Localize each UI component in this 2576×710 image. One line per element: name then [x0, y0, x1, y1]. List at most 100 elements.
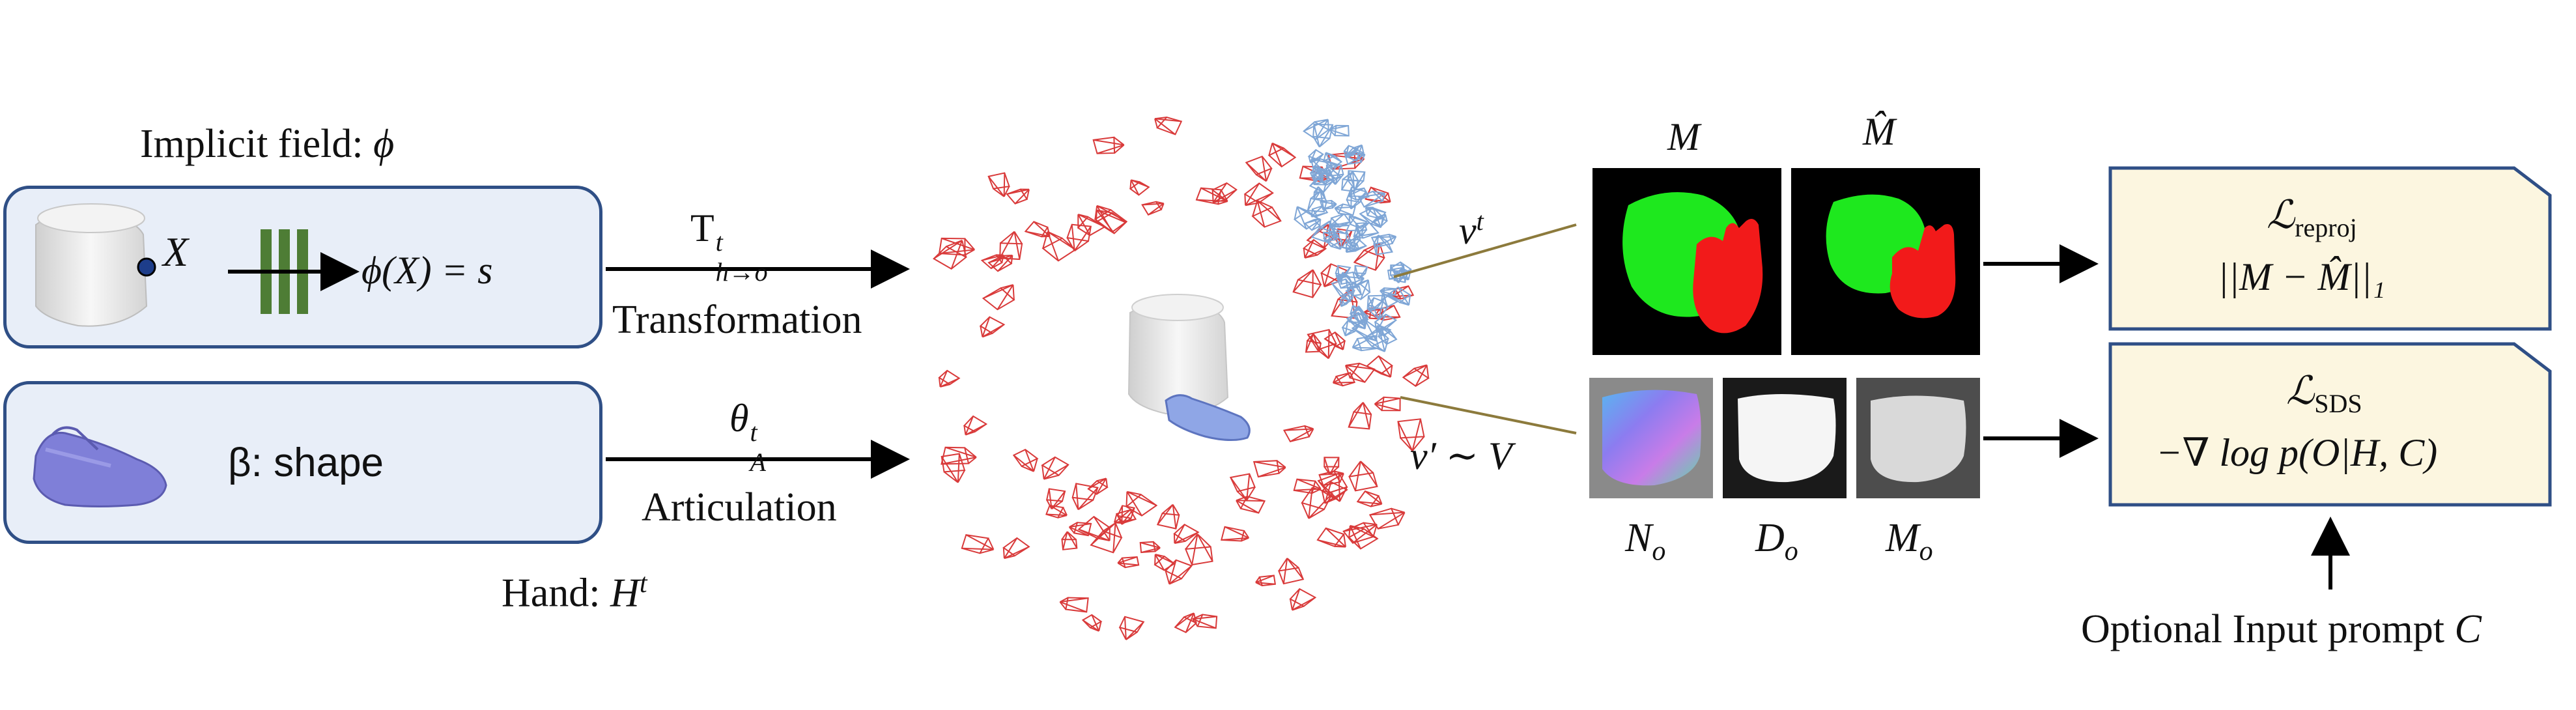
red-camera-ray-97-0 — [1391, 507, 1405, 513]
blue-camera-ray-163-3 — [1400, 262, 1409, 281]
mask-image-m — [1592, 168, 1781, 355]
red-camera-ray-7-3 — [1348, 402, 1364, 428]
blue-camera-ray-146-2 — [1348, 187, 1365, 197]
red-camera-ray-22-3 — [1003, 173, 1006, 197]
red-camera-ray-56-3 — [1254, 461, 1286, 468]
blue-camera-ray-166-3 — [1365, 206, 1381, 220]
red-camera-ray-47-3 — [1004, 546, 1030, 560]
sds-loss-symbol-sub: SDS — [2314, 389, 2362, 418]
red-camera-ray-38-2 — [1245, 162, 1267, 182]
red-camera-ray-3-0 — [1308, 509, 1325, 519]
blue-camera-ray-99-2 — [1347, 154, 1366, 165]
articulation-symbol-main: θ — [729, 397, 749, 440]
red-camera-ray-4-2 — [1292, 588, 1301, 610]
transformation-symbol-sup: t — [715, 227, 723, 257]
reproj-loss-symbol-sub: reproj — [2295, 213, 2357, 242]
blue-camera-ray-161-0 — [1350, 305, 1353, 315]
red-camera-ray-13-0 — [1113, 137, 1125, 146]
red-camera-ray-98-1 — [1196, 533, 1211, 548]
mask-mhat-label: M̂ — [1863, 110, 1895, 153]
red-camera-ray-30-2 — [982, 317, 991, 337]
blue-camera-ray-103-2 — [1331, 283, 1351, 302]
red-camera-40 — [1365, 355, 1393, 375]
hand-title-sup: t — [639, 569, 647, 599]
reconstructed-hand-icon — [1165, 394, 1251, 442]
red-camera-ray-63-3 — [983, 284, 1013, 299]
red-camera-ray-19-1 — [1374, 396, 1385, 405]
mask-image-mhat — [1791, 168, 1980, 355]
blue-camera-ray-136-2 — [1297, 206, 1321, 221]
blue-camera-ray-150-2 — [1355, 145, 1363, 162]
red-camera-ray-15-2 — [1117, 556, 1138, 564]
blue-camera-ray-132-3 — [1393, 267, 1404, 281]
red-camera-ray-0-2 — [939, 370, 948, 388]
red-camera-ray-77-3 — [1192, 618, 1217, 629]
red-camera-ray-30-3 — [982, 324, 1004, 338]
red-camera-ray-3-1 — [1301, 502, 1310, 519]
red-camera-ray-55-3 — [1174, 612, 1195, 628]
blue-camera-ray-137-0 — [1342, 171, 1353, 180]
red-camera-ray-32-2 — [1317, 539, 1346, 548]
red-camera-ray-37-3 — [1305, 248, 1326, 259]
red-camera-ray-82-2 — [1114, 509, 1131, 524]
blue-camera-ray-164-2 — [1380, 214, 1386, 227]
view-leader-bottom — [1400, 396, 1577, 434]
blue-camera-ray-135-2 — [1322, 203, 1337, 210]
blue-camera-ray-150-1 — [1361, 145, 1365, 153]
blue-camera-ray-155-2 — [1323, 169, 1331, 193]
blue-camera-ray-158-2 — [1353, 221, 1370, 238]
red-camera-ray-53-3 — [1282, 558, 1288, 584]
red-camera-ray-51-1 — [943, 471, 959, 483]
red-camera-ray-91-3 — [1292, 269, 1314, 292]
red-camera-ray-18-2 — [1140, 547, 1161, 554]
sds-loss-box — [2108, 342, 2552, 507]
red-camera-75 — [1293, 478, 1316, 494]
red-camera-ray-10-2 — [1069, 522, 1092, 528]
mask-m-label: M — [1667, 115, 1700, 158]
red-camera-ray-45-2 — [1323, 457, 1331, 475]
red-camera-ray-39-1 — [1165, 571, 1170, 584]
red-camera-ray-94-2 — [1172, 504, 1177, 529]
red-camera-68 — [1041, 237, 1077, 262]
blue-camera-ray-111-1 — [1342, 327, 1346, 336]
blue-camera-ray-121-1 — [1391, 236, 1397, 244]
normal-label-sub: o — [1652, 536, 1666, 567]
blue-camera-ray-165-0 — [1335, 174, 1344, 185]
red-camera-ray-19-2 — [1374, 397, 1400, 405]
depth-label-sub: o — [1784, 536, 1798, 567]
red-camera-ray-24-3 — [1073, 226, 1092, 251]
transformation-symbol-main: T — [690, 206, 715, 249]
implicit-equation: ϕ(X) = s — [361, 249, 493, 292]
red-camera-ray-81-3 — [1255, 582, 1275, 585]
red-camera-ray-24-2 — [1071, 224, 1075, 251]
red-camera-ray-14-2 — [1290, 428, 1314, 442]
red-camera-ray-72-0 — [1220, 189, 1228, 202]
red-camera-ray-54-0 — [1043, 474, 1059, 480]
red-camera-ray-81-2 — [1255, 575, 1275, 584]
blue-camera-ray-111-2 — [1344, 320, 1349, 336]
red-camera-ray-13-2 — [1097, 144, 1125, 154]
articulation-label: Articulation — [642, 485, 837, 530]
red-camera-ray-79-1 — [1236, 496, 1248, 502]
red-camera-ray-77-2 — [1192, 616, 1217, 620]
red-camera-ray-12-3 — [982, 254, 1004, 261]
red-camera-ray-92-1 — [1320, 272, 1325, 287]
red-camera-ray-1-2 — [997, 255, 1013, 272]
transformation-symbol-sub: h→o — [715, 257, 768, 287]
blue-camera-ray-139-3 — [1311, 212, 1328, 218]
red-camera-ray-67-3 — [1062, 531, 1068, 550]
red-camera-ray-56-0 — [1276, 460, 1286, 468]
hand-title: Hand: Ht — [502, 570, 647, 614]
red-camera-ray-38-3 — [1261, 156, 1267, 182]
render-mask-label-main: M — [1886, 516, 1919, 560]
view-vprime-label: v′ ∼ V — [1410, 434, 1512, 477]
red-camera-ray-11-0 — [1344, 365, 1351, 378]
red-camera-ray-0-1 — [938, 377, 941, 387]
red-camera-ray-29-2 — [1013, 455, 1034, 472]
red-camera-ray-41-1 — [968, 457, 977, 464]
blue-camera-ray-152-3 — [1335, 207, 1353, 216]
red-camera-ray-35-3 — [1271, 143, 1282, 167]
render-mask-label: Mo — [1886, 518, 1933, 565]
red-camera-ray-86-0 — [1342, 341, 1346, 350]
